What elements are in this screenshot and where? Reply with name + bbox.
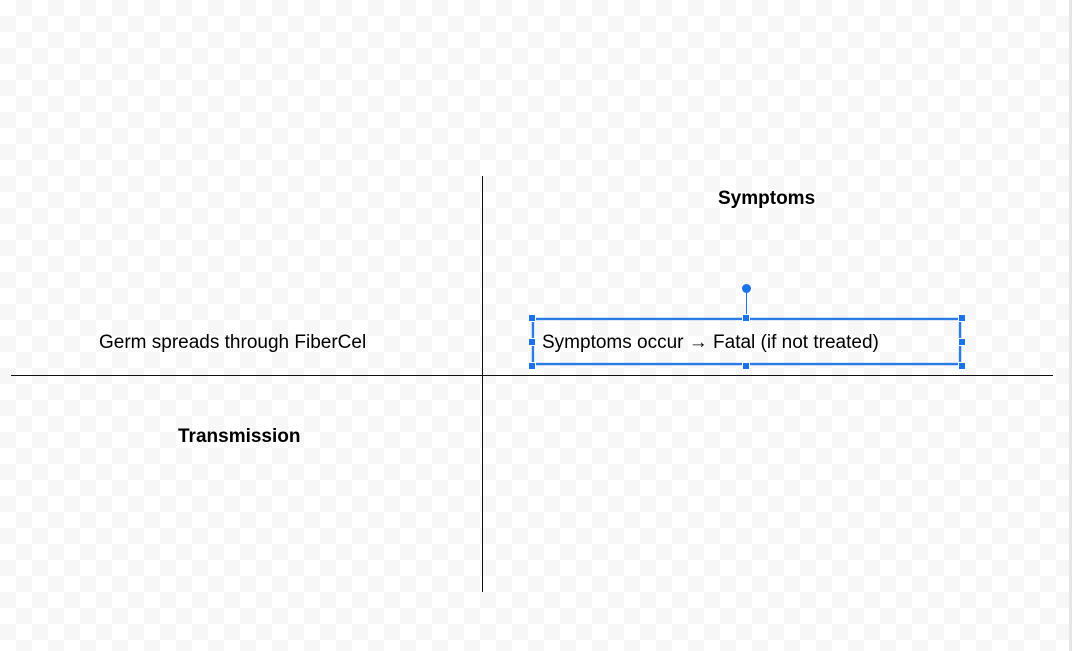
rotate-handle-stem [746, 291, 747, 318]
resize-handle-bottom-right[interactable] [958, 362, 966, 370]
vertical-axis-line[interactable] [482, 176, 483, 592]
horizontal-axis-line[interactable] [11, 375, 1053, 376]
transmission-heading[interactable]: Transmission [178, 426, 301, 447]
resize-handle-top-left[interactable] [528, 314, 536, 322]
resize-handle-middle-left[interactable] [528, 338, 536, 346]
symptoms-heading[interactable]: Symptoms [718, 188, 816, 209]
scroll-edge [1069, 0, 1072, 651]
resize-handle-middle-right[interactable] [958, 338, 966, 346]
rotate-handle[interactable] [742, 284, 751, 293]
resize-handle-bottom-center[interactable] [742, 362, 750, 370]
resize-handle-bottom-left[interactable] [528, 362, 536, 370]
germ-spreads-text[interactable]: Germ spreads through FiberCel [99, 332, 367, 353]
selected-textbox-text[interactable]: Symptoms occur → Fatal (if not treated) [542, 332, 879, 353]
resize-handle-top-right[interactable] [958, 314, 966, 322]
resize-handle-top-center[interactable] [742, 314, 750, 322]
